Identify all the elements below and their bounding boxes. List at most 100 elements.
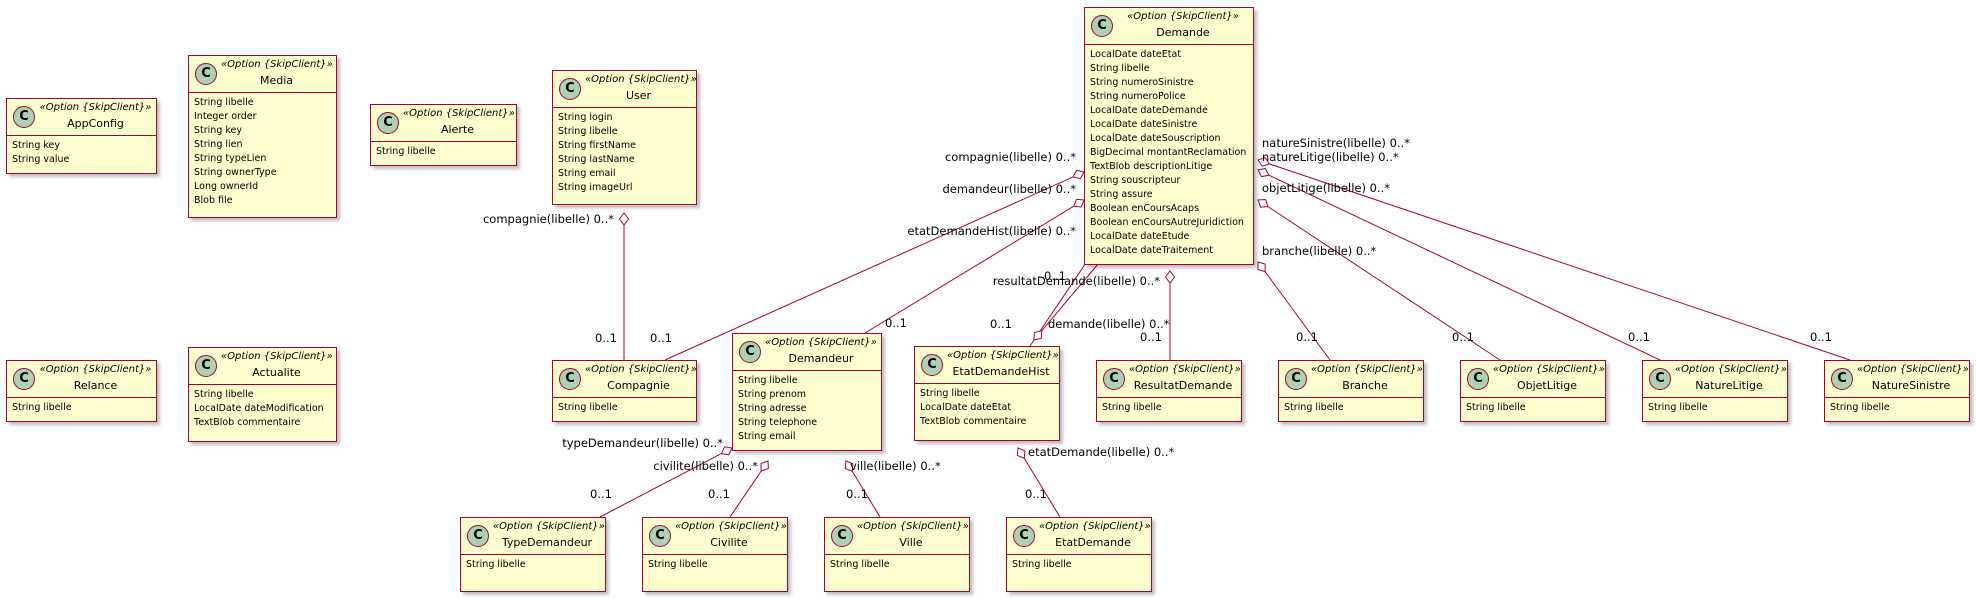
- attribute: String libelle: [376, 146, 436, 157]
- class-stereotype: «Option {SkipClient}»: [39, 102, 152, 113]
- attribute: String libelle: [1012, 559, 1072, 570]
- multiplicity-label: 0..1: [990, 317, 1012, 331]
- multiplicity-label: 0..1: [1044, 269, 1066, 283]
- attribute: String libelle: [12, 402, 72, 413]
- class-name: NatureLitige: [1695, 379, 1763, 392]
- class-marker-icon: C: [1091, 15, 1113, 37]
- class-header: C«Option {SkipClient}»ObjetLitige: [1461, 361, 1605, 398]
- class-header: C «Option {SkipClient}» Media: [189, 56, 336, 93]
- aggregation-diamond-demande: [1257, 157, 1271, 167]
- attribute: String telephone: [738, 417, 818, 428]
- association-line-demande-compagnie: [664, 176, 1074, 361]
- attribute: String imageUrl: [558, 182, 633, 193]
- aggregation-diamond-demande: [1257, 167, 1270, 178]
- class-name: Ville: [899, 536, 923, 549]
- class-header: C«Option {SkipClient}»Relance: [7, 361, 156, 398]
- class-name: ObjetLitige: [1516, 379, 1578, 392]
- class-marker-icon: C: [195, 355, 217, 377]
- role-label: compagnie(libelle) 0..*: [944, 150, 1076, 164]
- attribute: TextBlob commentaire: [920, 416, 1027, 427]
- attribute: String numeroSinistre: [1090, 77, 1194, 88]
- aggregation-diamond-etatdemandehist: [1033, 330, 1043, 341]
- class-stereotype: «Option {SkipClient}»: [1129, 364, 1241, 375]
- role-label: civilite(libelle) 0..*: [653, 459, 758, 473]
- aggregation-diamond-demandeur: [720, 446, 733, 456]
- class-name: NatureSinistre: [1871, 379, 1951, 392]
- aggregation-diamond-demande: [1073, 198, 1085, 208]
- class-header: C«Option {SkipClient}»ResultatDemande: [1097, 361, 1241, 398]
- association-line-demandeur-civilite: [729, 470, 762, 518]
- class-name: EtatDemande: [1055, 536, 1131, 549]
- class-marker-icon: C: [649, 525, 671, 547]
- class-marker-icon: C: [467, 525, 489, 547]
- class-attributes: String libelle: [825, 555, 969, 578]
- multiplicity-label: 0..1: [708, 487, 730, 501]
- attribute: String ownerType: [194, 167, 277, 178]
- class-header: C«Option {SkipClient}»Demande: [1085, 8, 1253, 45]
- association-line-etatdemandehist-etatdemande: [1023, 457, 1061, 518]
- attribute: LocalDate dateSouscription: [1090, 133, 1221, 144]
- class-marker-icon: C: [559, 368, 581, 390]
- class-name: Media: [259, 74, 294, 87]
- attribute: Boolean enCoursAutreJuridiction: [1090, 217, 1244, 228]
- multiplicity-label: 0..1: [650, 331, 672, 345]
- attribute: String value: [12, 154, 70, 165]
- class-marker-icon: C: [195, 63, 217, 85]
- attribute: String email: [738, 431, 796, 442]
- class-marker-icon: C: [1285, 368, 1307, 390]
- class-marker-icon: C: [13, 106, 35, 128]
- class-stereotype: «Option {SkipClient}»: [221, 59, 333, 70]
- class-marker-icon: C: [1467, 368, 1489, 390]
- association-line-etatdemandehist-demande: [1041, 263, 1099, 332]
- attribute: Boolean enCoursAcaps: [1090, 203, 1200, 214]
- class-name: Compagnie: [607, 379, 670, 392]
- attribute: String firstName: [558, 140, 636, 151]
- class-name: Branche: [1342, 379, 1388, 392]
- class-attributes: String libelle: [371, 142, 516, 165]
- class-marker-icon: C: [559, 78, 581, 100]
- attribute: String libelle: [830, 559, 890, 570]
- role-label: natureLitige(libelle) 0..*: [1262, 150, 1399, 164]
- class-name: Demande: [1156, 26, 1210, 39]
- class-header: C«Option {SkipClient}»NatureLitige: [1643, 361, 1787, 398]
- class-header: C«Option {SkipClient}»Civilite: [643, 518, 787, 555]
- class-header: C«Option {SkipClient}»Branche: [1279, 361, 1423, 398]
- class-attributes: String libelle: [1007, 555, 1151, 578]
- class-name: Demandeur: [788, 352, 854, 365]
- association-line-demandeur-ville: [851, 470, 881, 518]
- attribute: String key: [12, 140, 61, 151]
- attribute: TextBlob commentaire: [194, 417, 301, 428]
- attribute: LocalDate dateDemande: [1090, 105, 1208, 116]
- attribute: String libelle: [1466, 402, 1526, 413]
- class-name: TypeDemandeur: [501, 536, 593, 549]
- attribute: LocalDate dateModification: [194, 403, 324, 414]
- class-marker-icon: C: [1103, 368, 1125, 390]
- attribute: String libelle: [466, 559, 526, 570]
- aggregation-diamond-demande: [1257, 199, 1269, 208]
- multiplicity-label: 0..1: [590, 487, 612, 501]
- class-stereotype: «Option {SkipClient}»: [39, 364, 152, 375]
- role-label: demande(libelle) 0..*: [1048, 317, 1170, 331]
- attribute: Integer order: [194, 111, 257, 122]
- class-marker-icon: C: [1013, 525, 1035, 547]
- attribute: Long ownerId: [194, 181, 259, 192]
- attribute: TextBlob descriptionLitige: [1090, 161, 1213, 172]
- attribute: String libelle: [738, 375, 798, 386]
- attribute: String key: [194, 125, 243, 136]
- class-attributes: String libelle: [1825, 398, 1969, 421]
- class-attributes: String libelle: [643, 555, 787, 578]
- class-attributes: String libelle: [1643, 398, 1787, 421]
- attribute: String typeLien: [194, 153, 267, 164]
- aggregation-diamond-demande: [1164, 270, 1176, 284]
